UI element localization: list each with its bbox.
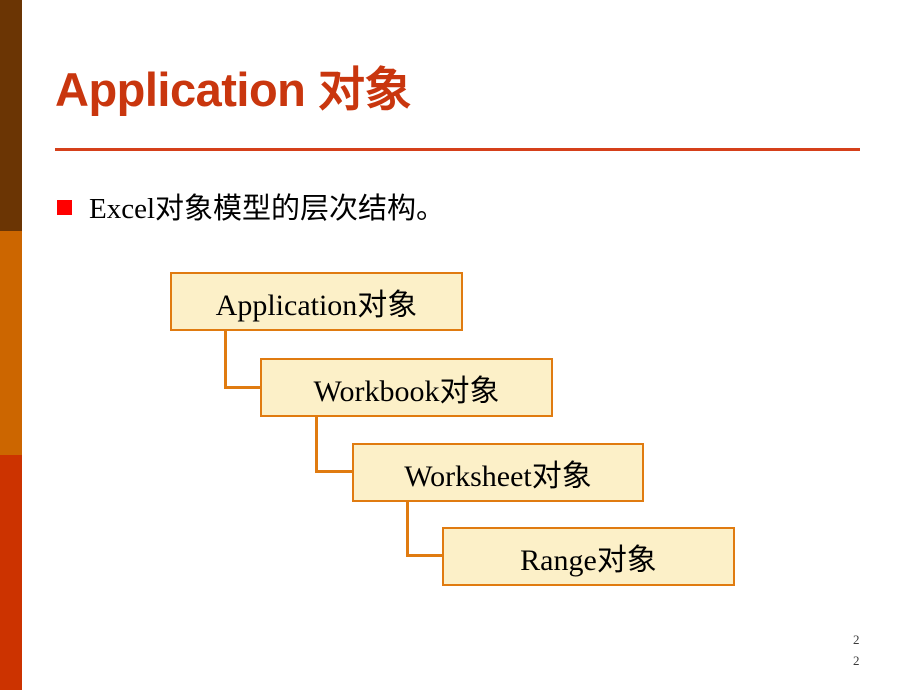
diagram-node-application: Application对象	[170, 272, 463, 331]
connector-workbook-to-worksheet-horizontal	[315, 470, 354, 473]
diagram-node-workbook: Workbook对象	[260, 358, 553, 417]
diagram-node-label: Application对象	[215, 288, 418, 322]
diagram-node-worksheet: Worksheet对象	[352, 443, 644, 502]
page-number-top: 2	[853, 632, 860, 647]
red-square-bullet-icon	[57, 200, 72, 215]
diagram-node-label: Range对象	[520, 543, 657, 577]
page-number-bottom: 2	[853, 653, 860, 668]
connector-application-to-workbook-horizontal	[224, 386, 262, 389]
connector-worksheet-to-range-vertical	[406, 502, 409, 557]
bullet-list-item: Excel对象模型的层次结构。	[57, 192, 445, 226]
title-underline-rule	[55, 148, 860, 151]
side-band-orange	[0, 231, 22, 455]
bullet-item-label: Excel对象模型的层次结构。	[89, 193, 446, 225]
side-band-dark-brown	[0, 0, 22, 231]
slide-title: Application 对象	[55, 63, 411, 116]
diagram-node-label: Worksheet对象	[404, 459, 592, 493]
connector-application-to-workbook-vertical	[224, 331, 227, 388]
side-band-red-orange	[0, 455, 22, 690]
diagram-node-range: Range对象	[442, 527, 735, 586]
diagram-node-label: Workbook对象	[313, 374, 500, 408]
connector-workbook-to-worksheet-vertical	[315, 417, 318, 473]
connector-worksheet-to-range-horizontal	[406, 554, 444, 557]
